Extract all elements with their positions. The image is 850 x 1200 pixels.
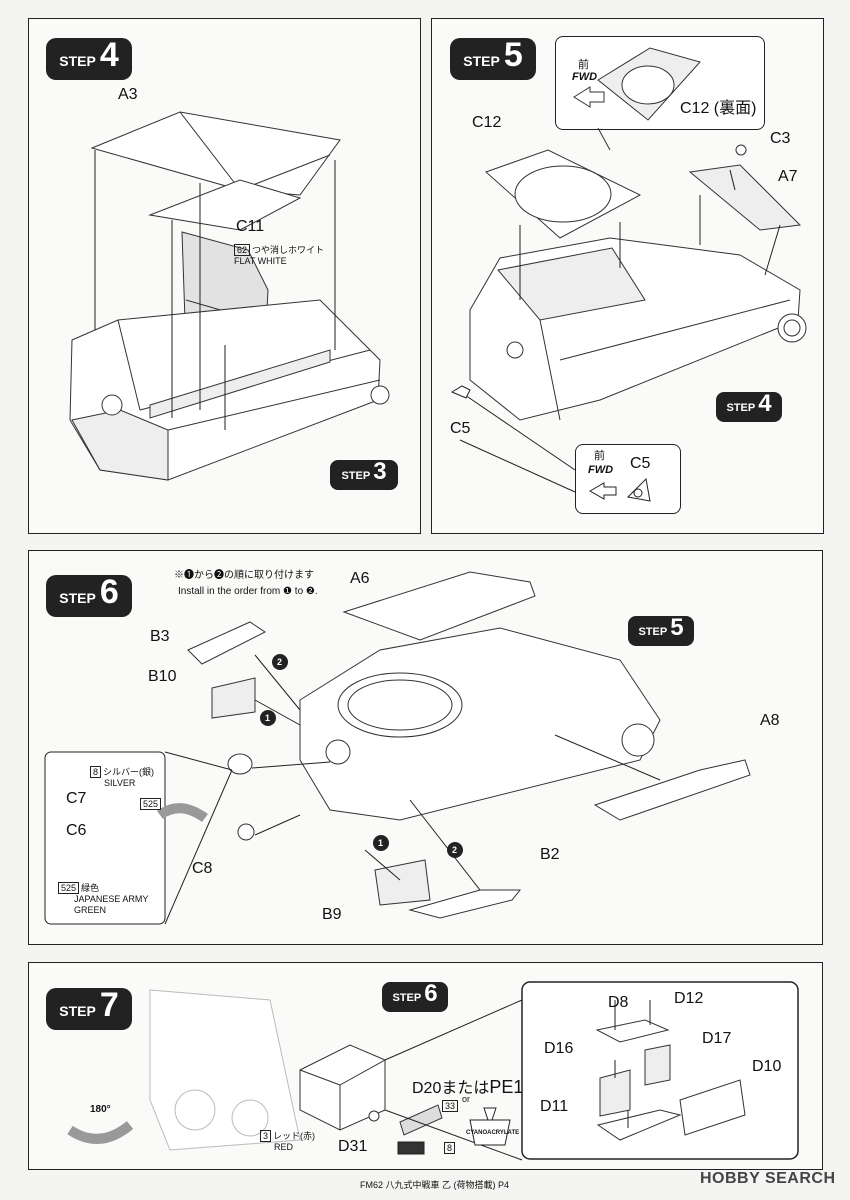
fwd-label-jp: 前	[578, 59, 589, 71]
part-d10-label: D10	[752, 1058, 782, 1075]
part-d12-label: D12	[674, 990, 704, 1007]
code-8-badge: 8	[444, 1142, 457, 1154]
part-c11-label: C11	[236, 218, 265, 235]
part-b3-label: B3	[150, 628, 170, 645]
code-33-badge: 33	[442, 1100, 460, 1112]
c5-orientation-callout: 前 FWD C5	[575, 444, 681, 514]
order-marker-2b: 2	[452, 845, 458, 855]
part-d31-label: D31	[338, 1138, 368, 1155]
install-order-note-jp: ※❶から❷の順に取り付けます	[174, 570, 314, 581]
part-d11-label: D11	[540, 1098, 569, 1115]
part-d17-label: D17	[702, 1030, 732, 1047]
part-c12-underside-label: C12 (裏面)	[680, 100, 757, 117]
part-d16-label: D16	[544, 1040, 574, 1057]
part-c6-label: C6	[66, 822, 87, 839]
part-b2-label: B2	[540, 846, 560, 863]
order-marker-1a: 1	[265, 713, 271, 723]
part-b10-label: B10	[148, 668, 177, 685]
rotate-180-label: 180°	[90, 1104, 111, 1115]
or-label: or	[462, 1094, 471, 1104]
fwd-label-en: FWD	[572, 71, 598, 83]
part-c7-label: C7	[66, 790, 87, 807]
part-c3-label: C3	[770, 130, 791, 147]
part-a3-label: A3	[118, 86, 138, 103]
part-b9-label: B9	[322, 906, 342, 923]
order-marker-2a: 2	[277, 657, 283, 667]
part-d20-label: D20またはPE1	[412, 1077, 524, 1097]
order-marker-1b: 1	[378, 838, 384, 848]
cyanoacrylate-label: CYANOACRYLATE	[466, 1130, 520, 1136]
code-525-badge: 525	[140, 798, 163, 810]
part-c12-label: C12	[472, 114, 502, 131]
part-a6-label: A6	[350, 570, 370, 587]
hobby-search-watermark: HOBBY SEARCH	[700, 1170, 836, 1187]
part-c8-label: C8	[192, 860, 213, 877]
part-d8-label: D8	[608, 994, 629, 1011]
install-order-note-en: Install in the order from ❶ to ❷.	[178, 586, 318, 597]
part-c5-label: C5	[450, 420, 471, 437]
c5-part-icon	[588, 477, 651, 502]
part-a8-label: A8	[760, 712, 780, 729]
part-a7-label: A7	[778, 168, 798, 185]
page-footer: FM62 八九式中戦車 乙 (荷物搭載) P4	[360, 1180, 510, 1190]
